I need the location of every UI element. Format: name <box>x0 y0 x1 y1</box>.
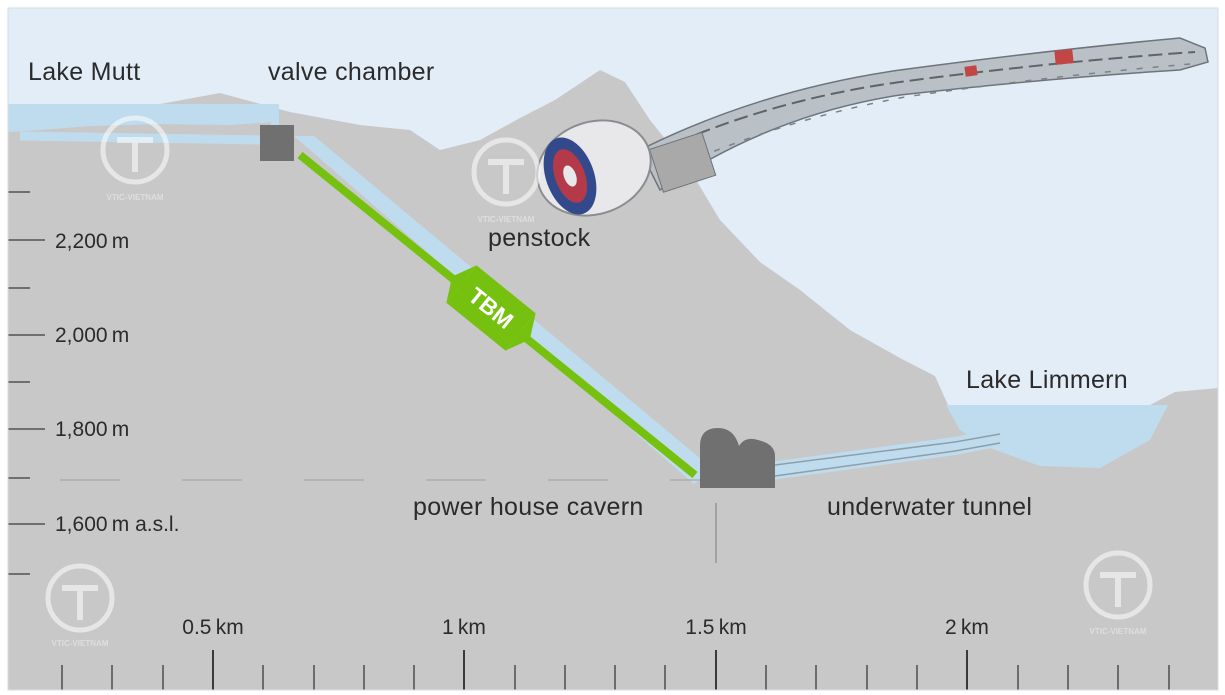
underwater-tunnel-outer <box>768 427 1007 480</box>
power-house-cavern-label: power house cavern <box>413 493 644 521</box>
watermark-text-2: VTIC-VIETNAM <box>478 215 535 224</box>
elevation-label-2000: 2,000 m <box>55 324 129 347</box>
lake-limmern-label: Lake Limmern <box>966 366 1128 394</box>
valve-chamber-box <box>260 125 294 161</box>
watermark-logo-3: VTIC-VIETNAM <box>45 563 115 648</box>
power-house-cavern-structure <box>700 428 775 488</box>
distance-axis <box>61 650 1170 690</box>
watermark-text-1: VTIC-VIETNAM <box>107 193 164 202</box>
underwater-tunnel-inner <box>774 433 1001 477</box>
watermark-logo-4: VTIC-VIETNAM <box>1083 550 1153 636</box>
elevation-axis <box>8 191 45 575</box>
mountain-terrain <box>8 70 1218 690</box>
watermark-text-4: VTIC-VIETNAM <box>1090 627 1147 636</box>
valve-chamber-label: valve chamber <box>268 58 434 86</box>
watermark-logo-2: VTIC-VIETNAM <box>471 137 541 224</box>
elevation-label-1600: 1,600 m a.s.l. <box>55 513 179 536</box>
penstock-label: penstock <box>488 224 591 252</box>
elevation-label-2200: 2,200 m <box>55 230 129 253</box>
underwater-tunnel-label: underwater tunnel <box>827 493 1032 521</box>
lake-mutt-label: Lake Mutt <box>28 58 140 86</box>
diagram-frame <box>7 7 1219 691</box>
watermark-logo-1: VTIC-VIETNAM <box>100 115 170 202</box>
lake-limmern-water <box>946 405 1168 468</box>
elevation-label-1800: 1,800 m <box>55 418 129 441</box>
distance-label-0-5km: 0.5 km <box>182 616 243 639</box>
distance-label-1km: 1 km <box>442 616 486 639</box>
distance-label-1-5km: 1.5 km <box>685 616 746 639</box>
tunnel-boring-machine-illustration <box>536 37 1209 217</box>
distance-label-2km: 2 km <box>945 616 989 639</box>
valve-shaft <box>271 104 279 128</box>
watermark-text-3: VTIC-VIETNAM <box>52 639 109 648</box>
